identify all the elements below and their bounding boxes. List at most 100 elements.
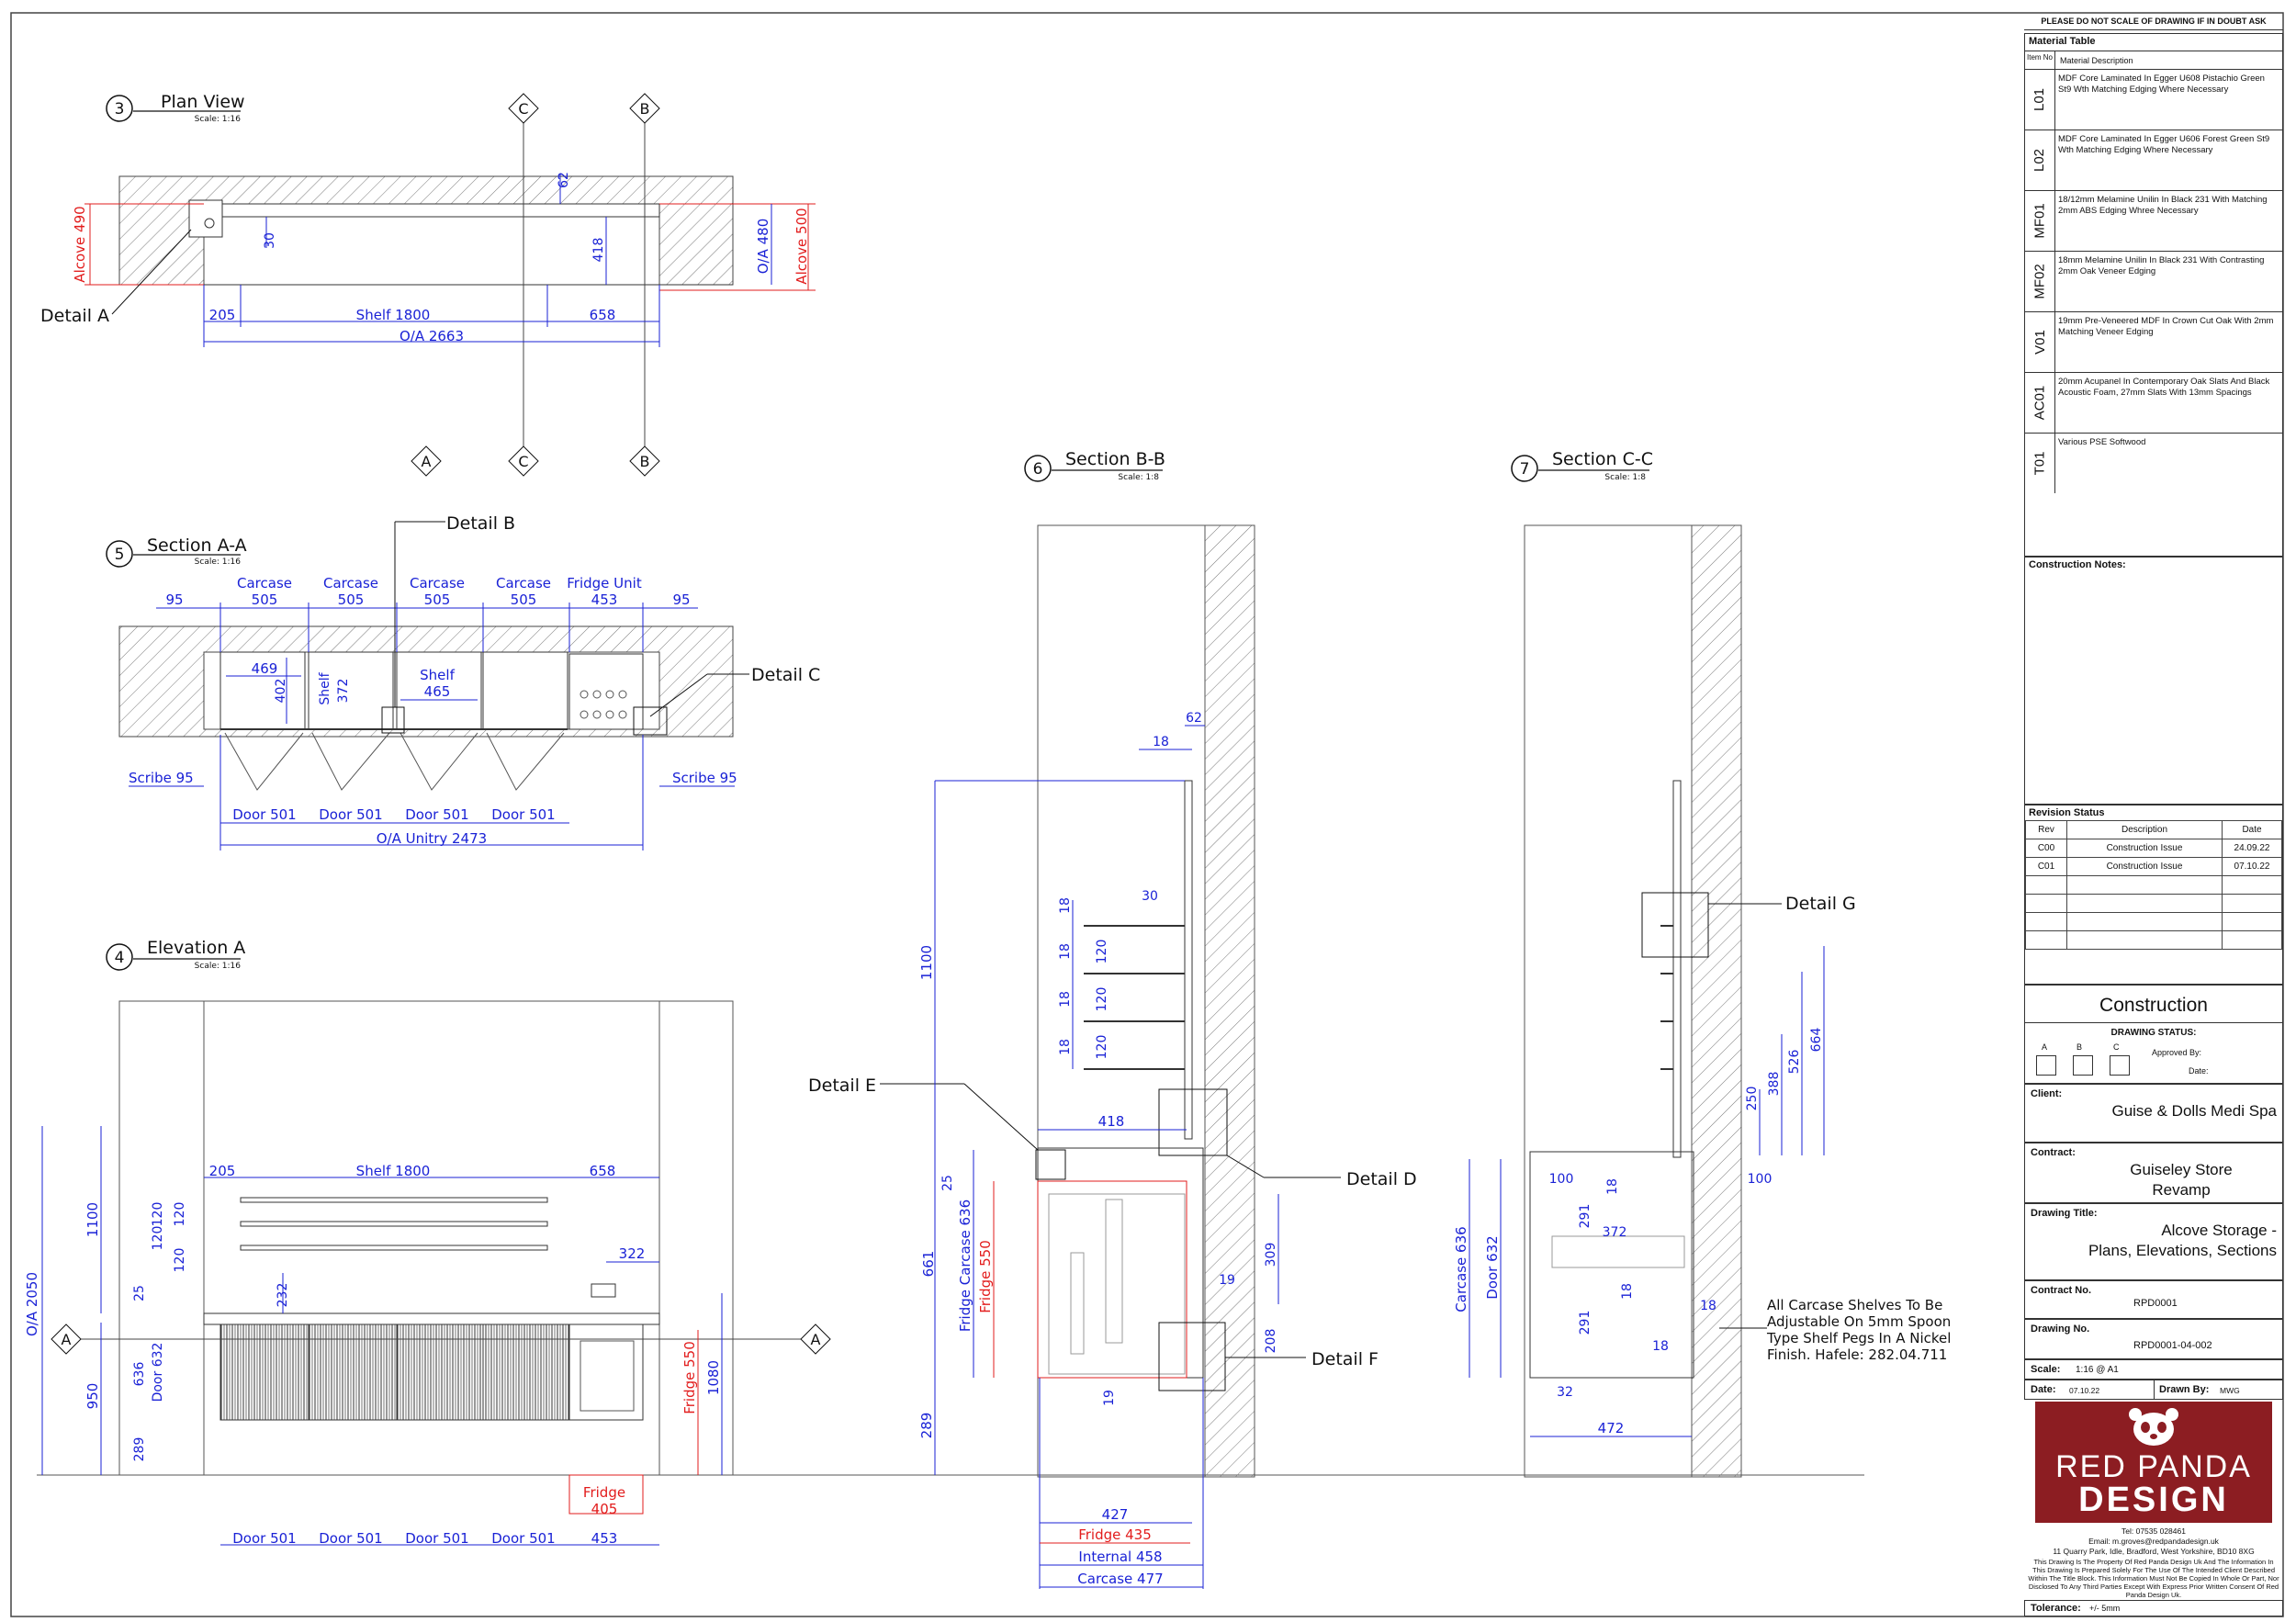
svg-text:18: 18 — [1605, 1178, 1620, 1195]
scale-field: Scale: 1:16 @ A1 — [2024, 1359, 2283, 1380]
svg-text:C: C — [518, 100, 528, 118]
plan-view-number: 3 — [115, 100, 125, 118]
svg-text:18: 18 — [1058, 1039, 1073, 1055]
svg-text:18: 18 — [1700, 1299, 1716, 1313]
client-field: Client: Guise & Dolls Medi Spa — [2024, 1084, 2283, 1143]
svg-text:664: 664 — [1809, 1028, 1824, 1053]
svg-text:18: 18 — [1620, 1283, 1635, 1300]
svg-text:62: 62 — [557, 172, 571, 188]
detail-a-label: Detail A — [40, 306, 109, 326]
svg-text:Scribe 95: Scribe 95 — [672, 770, 737, 786]
material-row: V01 19mm Pre-Veneered MDF In Crown Cut Oa… — [2025, 311, 2282, 372]
svg-text:1080: 1080 — [705, 1360, 722, 1395]
elevation-a: 4 Elevation A Scale: 1:16 A A 205 Shelf … — [24, 938, 1864, 1547]
section-markers: C B A C B — [411, 93, 660, 477]
plan-view-scale: Scale: 1:16 — [195, 115, 242, 124]
svg-text:505: 505 — [511, 591, 537, 608]
svg-text:4: 4 — [115, 949, 125, 967]
svg-text:C: C — [518, 453, 528, 470]
svg-text:Adjustable On 5mm Spoon: Adjustable On 5mm Spoon — [1767, 1313, 1951, 1330]
svg-text:120: 120 — [173, 1202, 187, 1227]
section-cc: 7 Section C-C Scale: 1:8 Detail G 664 52… — [1453, 449, 1951, 1478]
svg-text:Carcase: Carcase — [323, 575, 378, 591]
svg-text:18: 18 — [1058, 991, 1073, 1008]
status-a-checkbox[interactable] — [2036, 1055, 2056, 1076]
svg-text:120: 120 — [151, 1226, 165, 1251]
svg-text:289: 289 — [132, 1437, 147, 1462]
status-c-checkbox[interactable] — [2110, 1055, 2130, 1076]
svg-text:25: 25 — [940, 1175, 955, 1191]
svg-text:636: 636 — [132, 1362, 147, 1387]
status-b-checkbox[interactable] — [2073, 1055, 2093, 1076]
svg-text:405: 405 — [591, 1501, 618, 1517]
svg-text:Shelf 1800: Shelf 1800 — [356, 1163, 431, 1179]
material-description: MDF Core Laminated In Egger U608 Pistach… — [2058, 73, 2265, 95]
svg-text:O/A Unitry 2473: O/A Unitry 2473 — [377, 830, 487, 847]
construction-notes: Construction Notes: — [2024, 557, 2283, 805]
material-description: 19mm Pre-Veneered MDF In Crown Cut Oak W… — [2058, 316, 2274, 337]
svg-text:Carcase 477: Carcase 477 — [1077, 1571, 1163, 1587]
material-code: V01 — [2032, 330, 2048, 355]
svg-text:Scale: 1:16: Scale: 1:16 — [195, 962, 242, 971]
drawing-status: Construction DRAWING STATUS: A B C Appro… — [2024, 985, 2283, 1084]
svg-text:Detail B: Detail B — [446, 513, 515, 534]
svg-text:309: 309 — [1264, 1243, 1278, 1267]
svg-text:372: 372 — [1603, 1225, 1627, 1240]
material-description: 18/12mm Melamine Unilin In Black 231 Wit… — [2058, 195, 2268, 216]
svg-text:658: 658 — [590, 1163, 616, 1179]
disclaimer: This Drawing Is The Property Of Red Pand… — [2028, 1558, 2279, 1599]
svg-text:658: 658 — [590, 307, 616, 323]
material-description: 18mm Melamine Unilin In Black 231 With C… — [2058, 255, 2265, 276]
svg-text:Shelf: Shelf — [318, 671, 332, 704]
svg-text:Door 632: Door 632 — [1484, 1235, 1501, 1299]
svg-text:Detail F: Detail F — [1311, 1349, 1379, 1369]
svg-text:Type Shelf Pegs In A Nickel: Type Shelf Pegs In A Nickel — [1766, 1330, 1951, 1346]
svg-text:120: 120 — [1095, 1035, 1109, 1060]
svg-text:Alcove 490: Alcove 490 — [72, 206, 88, 282]
svg-text:18: 18 — [1153, 735, 1169, 749]
svg-text:Door 501: Door 501 — [232, 806, 296, 823]
svg-text:Section A-A: Section A-A — [147, 535, 247, 556]
material-description: 20mm Acupanel In Contemporary Oak Slats … — [2058, 377, 2270, 398]
svg-text:661: 661 — [920, 1251, 937, 1278]
status-heading: Construction — [2099, 995, 2208, 1016]
svg-text:453: 453 — [591, 591, 618, 608]
svg-text:Finish. Hafele: 282.04.711: Finish. Hafele: 282.04.711 — [1767, 1346, 1947, 1363]
svg-text:18: 18 — [1058, 897, 1073, 914]
svg-text:Fridge: Fridge — [583, 1484, 625, 1501]
svg-text:388: 388 — [1767, 1072, 1782, 1097]
material-code: AC01 — [2032, 385, 2048, 421]
svg-text:472: 472 — [1598, 1420, 1625, 1436]
scale-notice: PLEASE DO NOT SCALE OF DRAWING IF IN DOU… — [2041, 17, 2267, 26]
svg-text:Elevation A: Elevation A — [147, 938, 245, 958]
svg-text:Door 501: Door 501 — [405, 1530, 468, 1547]
svg-text:O/A 2050: O/A 2050 — [24, 1272, 40, 1336]
svg-text:505: 505 — [338, 591, 365, 608]
svg-text:62: 62 — [1186, 711, 1202, 726]
svg-text:95: 95 — [672, 591, 690, 608]
drawing-no-field: Drawing No. RPD0001-04-002 — [2024, 1319, 2283, 1359]
svg-text:Door 501: Door 501 — [491, 806, 555, 823]
svg-text:Scale: 1:16: Scale: 1:16 — [195, 558, 242, 567]
svg-text:1100: 1100 — [918, 945, 935, 980]
drawing-title-field: Drawing Title: Alcove Storage - Plans, E… — [2024, 1203, 2283, 1280]
plan-view-title: Plan View — [161, 92, 245, 112]
svg-text:322: 322 — [619, 1245, 646, 1262]
svg-text:289: 289 — [918, 1413, 935, 1439]
svg-text:Fridge 550: Fridge 550 — [977, 1240, 994, 1313]
svg-text:7: 7 — [1520, 460, 1530, 479]
svg-text:Door 632: Door 632 — [151, 1343, 165, 1402]
svg-text:Scribe 95: Scribe 95 — [129, 770, 194, 786]
svg-text:O/A 2663: O/A 2663 — [400, 328, 464, 344]
svg-text:100: 100 — [1748, 1172, 1773, 1187]
svg-text:Alcove 500: Alcove 500 — [793, 208, 810, 284]
material-code: MF02 — [2032, 264, 2048, 299]
section-aa: 5 Section A-A Scale: 1:16 Carcase 505 Ca… — [106, 513, 820, 850]
svg-text:Section C-C: Section C-C — [1552, 449, 1653, 469]
